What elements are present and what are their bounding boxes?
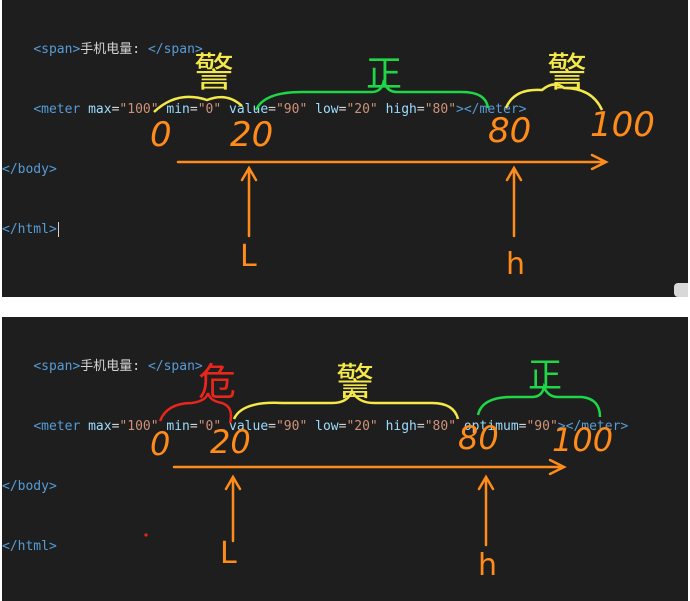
attr-optimum-value: "90" <box>526 419 558 434</box>
attr-low-value: "20" <box>346 419 378 434</box>
attr-high: high <box>385 102 417 117</box>
top-handwritten-annotation: 0 20 80 100 警 正 警 L h <box>150 50 655 282</box>
meter-open-tag: <meter <box>33 102 81 117</box>
low-pointer-arrow <box>224 474 242 543</box>
bracket-high-zone <box>476 382 602 418</box>
high-pointer-arrow <box>477 474 495 547</box>
attr-low: low <box>315 419 339 434</box>
bracket-low-zone <box>153 95 243 113</box>
tick-label-0: 0 <box>150 425 170 463</box>
span-close-tag: </span> <box>147 42 203 57</box>
zone-label-mid: 正 <box>366 54 402 95</box>
attr-high-value: "80" <box>424 102 457 117</box>
top-code-panel: <span>手机电量: </span> <meter max="100" min… <box>2 0 688 297</box>
span-text: 手机电量: <box>80 42 148 57</box>
zone-label-high: 正 <box>528 356 562 396</box>
meter-open-tag: <meter <box>33 419 81 434</box>
stray-ink-dot <box>144 533 148 537</box>
code-line-meter: <meter max="100" min="0" value="90" low=… <box>33 102 527 117</box>
low-pointer-label: L <box>220 536 237 571</box>
bottom-code-panel: <span>手机电量: </span> <meter max="100" min… <box>2 317 688 601</box>
text-cursor <box>57 222 59 237</box>
code-line-body-close: </body> <box>2 479 57 494</box>
bracket-mid-zone <box>254 79 490 111</box>
attr-max: max <box>88 419 112 434</box>
bottom-code-editor: <span>手机电量: </span> <meter max="100" min… <box>2 317 628 597</box>
attr-low-value: "20" <box>346 102 378 117</box>
attr-min-value: "0" <box>197 102 222 117</box>
high-pointer-label: h <box>478 548 497 583</box>
axis-arrow <box>172 458 567 476</box>
span-close-tag: </span> <box>147 359 203 374</box>
attr-value-value: "90" <box>275 419 308 434</box>
tick-label-80: 80 <box>458 419 499 457</box>
span-text: 手机电量: <box>80 359 148 374</box>
attr-optimum: optimum <box>463 419 519 434</box>
attr-value-value: "90" <box>275 102 308 117</box>
attr-value: value <box>229 419 269 434</box>
code-line-meter: <meter max="100" min="0" value="90" low=… <box>33 419 629 434</box>
attr-min: min <box>166 419 190 434</box>
zone-label-low: 危 <box>198 360 236 404</box>
tick-label-20: 20 <box>230 115 273 155</box>
meter-close-tag: ></meter> <box>557 419 629 434</box>
low-pointer-arrow <box>240 165 258 238</box>
bracket-low-zone <box>158 392 233 424</box>
tick-label-100: 100 <box>552 421 613 459</box>
code-line-body-close: </body> <box>2 162 57 177</box>
attr-low: low <box>315 102 339 117</box>
tick-label-20: 20 <box>210 423 251 461</box>
scrollbar-corner[interactable] <box>674 283 688 297</box>
attr-max-value: "100" <box>119 102 159 117</box>
attr-min-value: "0" <box>197 419 222 434</box>
code-line-span: <span>手机电量: </span> <box>2 40 526 60</box>
low-pointer-label: L <box>240 239 257 274</box>
tick-label-80: 80 <box>488 111 531 151</box>
meter-close-tag: ></meter> <box>456 102 527 117</box>
tick-label-100: 100 <box>590 105 655 145</box>
high-pointer-label: h <box>506 247 525 282</box>
top-code-editor: <span>手机电量: </span> <meter max="100" min… <box>2 0 526 280</box>
span-open-tag: <span> <box>33 42 81 57</box>
tick-label-0: 0 <box>150 115 172 155</box>
zone-label-high: 警 <box>547 50 587 96</box>
attr-max: max <box>88 102 112 117</box>
span-open-tag: <span> <box>33 359 81 374</box>
code-line-span: <span>手机电量: </span> <box>2 357 628 377</box>
bracket-high-zone <box>504 83 604 111</box>
code-line-html-close: </html> <box>2 539 57 554</box>
bottom-handwritten-annotation: 0 20 80 100 危 警 正 L h <box>144 356 613 583</box>
axis-arrow <box>176 153 609 171</box>
zone-label-low: 警 <box>194 50 234 96</box>
attr-min: min <box>166 102 190 117</box>
attr-high: high <box>385 419 417 434</box>
attr-high-value: "80" <box>424 419 457 434</box>
bracket-mid-zone <box>232 387 460 420</box>
attr-max-value: "100" <box>119 419 159 434</box>
zone-label-mid: 警 <box>336 360 374 404</box>
code-line-html-close: </html> <box>2 222 59 237</box>
high-pointer-arrow <box>505 165 523 238</box>
